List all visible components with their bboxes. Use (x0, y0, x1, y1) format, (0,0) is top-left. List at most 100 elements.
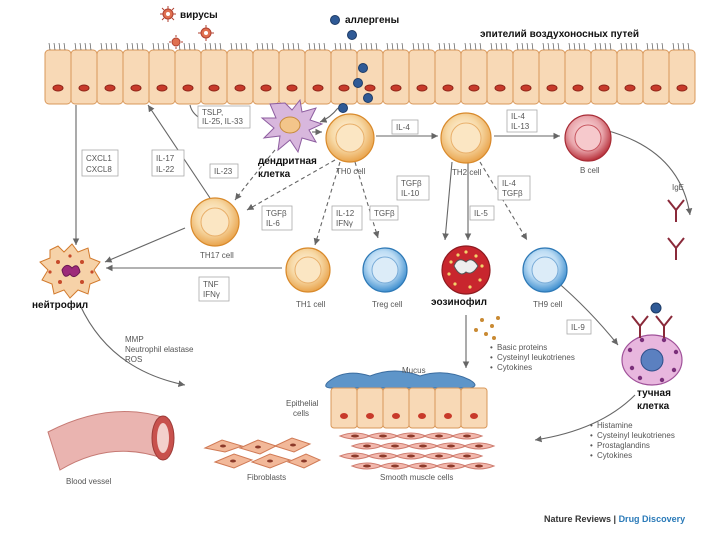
cell-nucleus (463, 434, 471, 438)
th2-cell-label: TH2 cell (452, 168, 482, 177)
th9-cell (522, 247, 568, 293)
cilium (646, 42, 649, 51)
cell-nucleus (130, 84, 142, 92)
epithelial-cell (460, 49, 488, 105)
cilium (635, 42, 638, 51)
svg-text:IL-12: IL-12 (336, 209, 355, 218)
cilium (89, 42, 92, 51)
cell-nucleus (572, 84, 584, 92)
th9-cell-label: TH9 cell (533, 300, 563, 309)
cell-nucleus (463, 454, 471, 458)
cilium (464, 42, 467, 51)
granule-dots (474, 316, 500, 340)
fibroblasts (203, 437, 322, 469)
svg-text:CXCL1: CXCL1 (86, 154, 112, 163)
svg-text:IL-5: IL-5 (474, 209, 488, 218)
cilium (105, 42, 108, 51)
eosinophil-products-list: •Basic proteins •Cysteinyl leukotrienes … (490, 343, 575, 372)
neutrophil-products-list: MMP Neutrophil elastase ROS (125, 335, 194, 364)
cytokine-box-il5: IL-5 (469, 205, 495, 221)
svg-text:CXCL8: CXCL8 (86, 165, 112, 174)
cilium (287, 42, 290, 51)
cell-nucleus (418, 413, 426, 419)
cilium (209, 42, 212, 51)
svg-text:IL-25, IL-33: IL-25, IL-33 (202, 117, 243, 126)
cilium (677, 42, 680, 51)
epithelial-cell (226, 49, 254, 105)
cytokine-box-cxcl: CXCL1 CXCL8 (81, 149, 119, 177)
epithelial-cell (616, 49, 644, 105)
treg-cell (362, 247, 408, 293)
cilium (48, 42, 51, 51)
cilium (687, 42, 690, 51)
svg-text:IL-4: IL-4 (396, 123, 410, 132)
svg-text:IL-4: IL-4 (502, 179, 516, 188)
cell-nucleus (78, 84, 90, 92)
epithelial-cell (304, 49, 332, 105)
cell-nucleus (234, 84, 246, 92)
cilium (360, 42, 363, 51)
svg-text:Cysteinyl leukotrienes: Cysteinyl leukotrienes (497, 353, 575, 362)
epithelial-cells-label: Epithelial (286, 399, 319, 408)
epithelial-cell (460, 387, 488, 429)
cell-nucleus (52, 84, 64, 92)
cell-nucleus (468, 84, 480, 92)
cilium (542, 42, 545, 51)
cilium (370, 42, 373, 51)
epithelial-cell (642, 49, 670, 105)
ige-label: IgE (672, 183, 684, 192)
cell-nucleus (391, 444, 399, 448)
cilium (516, 42, 519, 51)
blood-vessel (47, 411, 175, 471)
epithelial-cell (70, 49, 98, 105)
epithelial-cell (538, 49, 566, 105)
cilium (100, 42, 103, 51)
cell-nucleus (407, 454, 415, 458)
cytokine-box-il4: IL-4 (391, 119, 419, 135)
cell-nucleus (419, 464, 427, 468)
cell-nucleus (447, 464, 455, 468)
cilium (391, 42, 394, 51)
svg-text:MMP: MMP (125, 335, 144, 344)
cilium (292, 42, 295, 51)
th2-cell (440, 112, 492, 164)
cilium (58, 42, 61, 51)
cell-nucleus (351, 454, 359, 458)
cell-nucleus (598, 84, 610, 92)
cilium (557, 42, 560, 51)
epithelial-cell (96, 49, 124, 105)
cilium (479, 42, 482, 51)
neutrophil-label: нейтрофил (32, 299, 88, 311)
ige-antibody-icon (667, 199, 685, 260)
neutrophil-cell (39, 243, 101, 299)
viruses-label: вирусы (180, 10, 218, 21)
eosinophil-cell (441, 245, 491, 295)
cilium (531, 42, 534, 51)
cell-nucleus (260, 84, 272, 92)
svg-text:IL-22: IL-22 (156, 165, 175, 174)
cilium (490, 42, 493, 51)
cell-nucleus (494, 84, 506, 92)
epithelial-cell (434, 387, 462, 429)
cilium (495, 42, 498, 51)
epithelial-cell (200, 49, 228, 105)
epithelial-cells-label-2: cells (293, 409, 309, 418)
epithelial-cell (408, 49, 436, 105)
cilium (344, 42, 347, 51)
cilium (157, 42, 160, 51)
cell-nucleus (475, 444, 483, 448)
th17-cell-label: TH17 cell (200, 251, 234, 260)
cilium (313, 42, 316, 51)
svg-text:IL-23: IL-23 (214, 167, 233, 176)
cilium (240, 42, 243, 51)
cilium (417, 42, 420, 51)
epithelial-cell (564, 49, 592, 105)
cell-nucleus (208, 84, 220, 92)
blood-vessel-label: Blood vessel (66, 477, 112, 486)
cilium (115, 42, 118, 51)
cilium (604, 42, 607, 51)
svg-text:Cytokines: Cytokines (497, 363, 532, 372)
virus-icon (160, 6, 176, 22)
cilium (651, 42, 654, 51)
svg-text:TSLP,: TSLP, (202, 108, 223, 117)
